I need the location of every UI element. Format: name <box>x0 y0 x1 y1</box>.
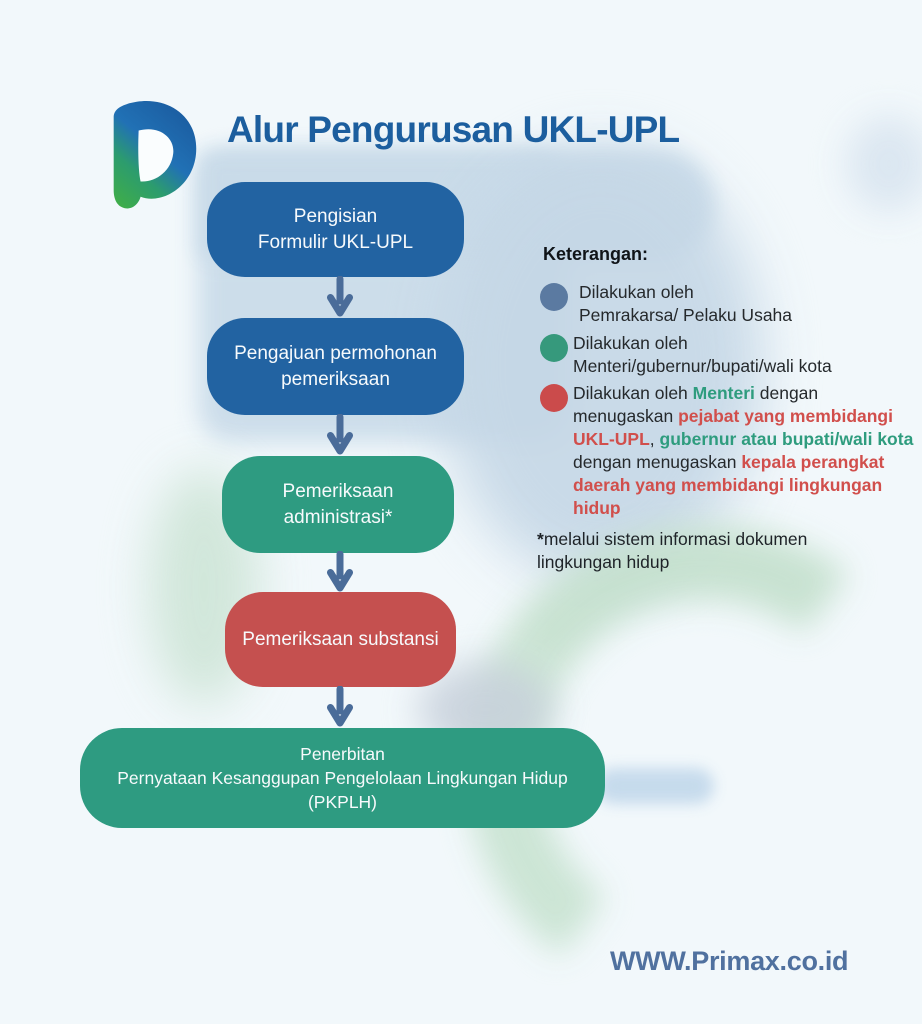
step-line: Pengisian <box>293 205 378 227</box>
flow-step-pengajuan-permohonan: Pengajuan permohonan pemeriksaan <box>207 318 464 415</box>
flow-step-pengisian-formulir: Pengisian Formulir UKL-UPL <box>207 182 464 277</box>
footnote: *melalui sistem informasi dokumen lingku… <box>537 529 808 572</box>
step-line: Formulir UKL-UPL <box>257 231 414 253</box>
bg-wash-blue-corner <box>846 116 922 212</box>
primax-logo-icon <box>113 101 197 209</box>
flow-step-pemeriksaan-administrasi: Pemeriksaan administrasi* <box>222 456 454 553</box>
bg-wash-blue-tail <box>596 768 714 804</box>
legend-line: Dilakukan oleh <box>573 333 688 353</box>
legend-item-menteri-gubernur: Dilakukan oleh Menteri/gubernur/bupati/w… <box>573 332 918 378</box>
legend-line: Pemrakarsa/ Pelaku Usaha <box>579 305 793 325</box>
legend-line: Menteri/gubernur/bupati/wali kota <box>573 356 832 376</box>
legend-dot-blue <box>540 283 568 311</box>
step-line: pemeriksaan <box>281 368 390 390</box>
arrow-down-icon <box>327 550 353 593</box>
step-line: Pemeriksaan administrasi* <box>282 480 394 528</box>
page-title: Alur Pengurusan UKL-UPL <box>227 109 680 150</box>
legend-heading: Keterangan: <box>543 244 649 264</box>
legend-item-pemrakarsa: Dilakukan oleh Pemrakarsa/ Pelaku Usaha <box>579 281 909 327</box>
legend-item-menteri-delegation: Dilakukan oleh Menteri dengan menugaskan… <box>573 383 914 518</box>
step-line: Pemeriksaan substansi <box>242 628 439 650</box>
legend-dot-green <box>540 334 568 362</box>
step-line: (PKPLH) <box>307 792 378 812</box>
arrow-down-icon <box>327 685 353 728</box>
website-url: WWW.Primax.co.id <box>610 946 849 976</box>
step-line: Penerbitan <box>300 744 385 764</box>
step-line: Pernyataan Kesanggupan Pengelolaan Lingk… <box>117 768 568 788</box>
step-line: Pengajuan permohonan <box>234 342 437 364</box>
legend-dot-red <box>540 384 568 412</box>
arrow-down-icon <box>327 413 353 456</box>
legend-line: Dilakukan oleh <box>579 282 694 302</box>
bg-wash-blue-blob <box>438 148 763 583</box>
arrow-down-icon <box>327 275 353 318</box>
flow-step-pemeriksaan-substansi: Pemeriksaan substansi <box>225 592 456 687</box>
flow-step-penerbitan-pkplh: Penerbitan Pernyataan Kesanggupan Pengel… <box>80 728 605 828</box>
